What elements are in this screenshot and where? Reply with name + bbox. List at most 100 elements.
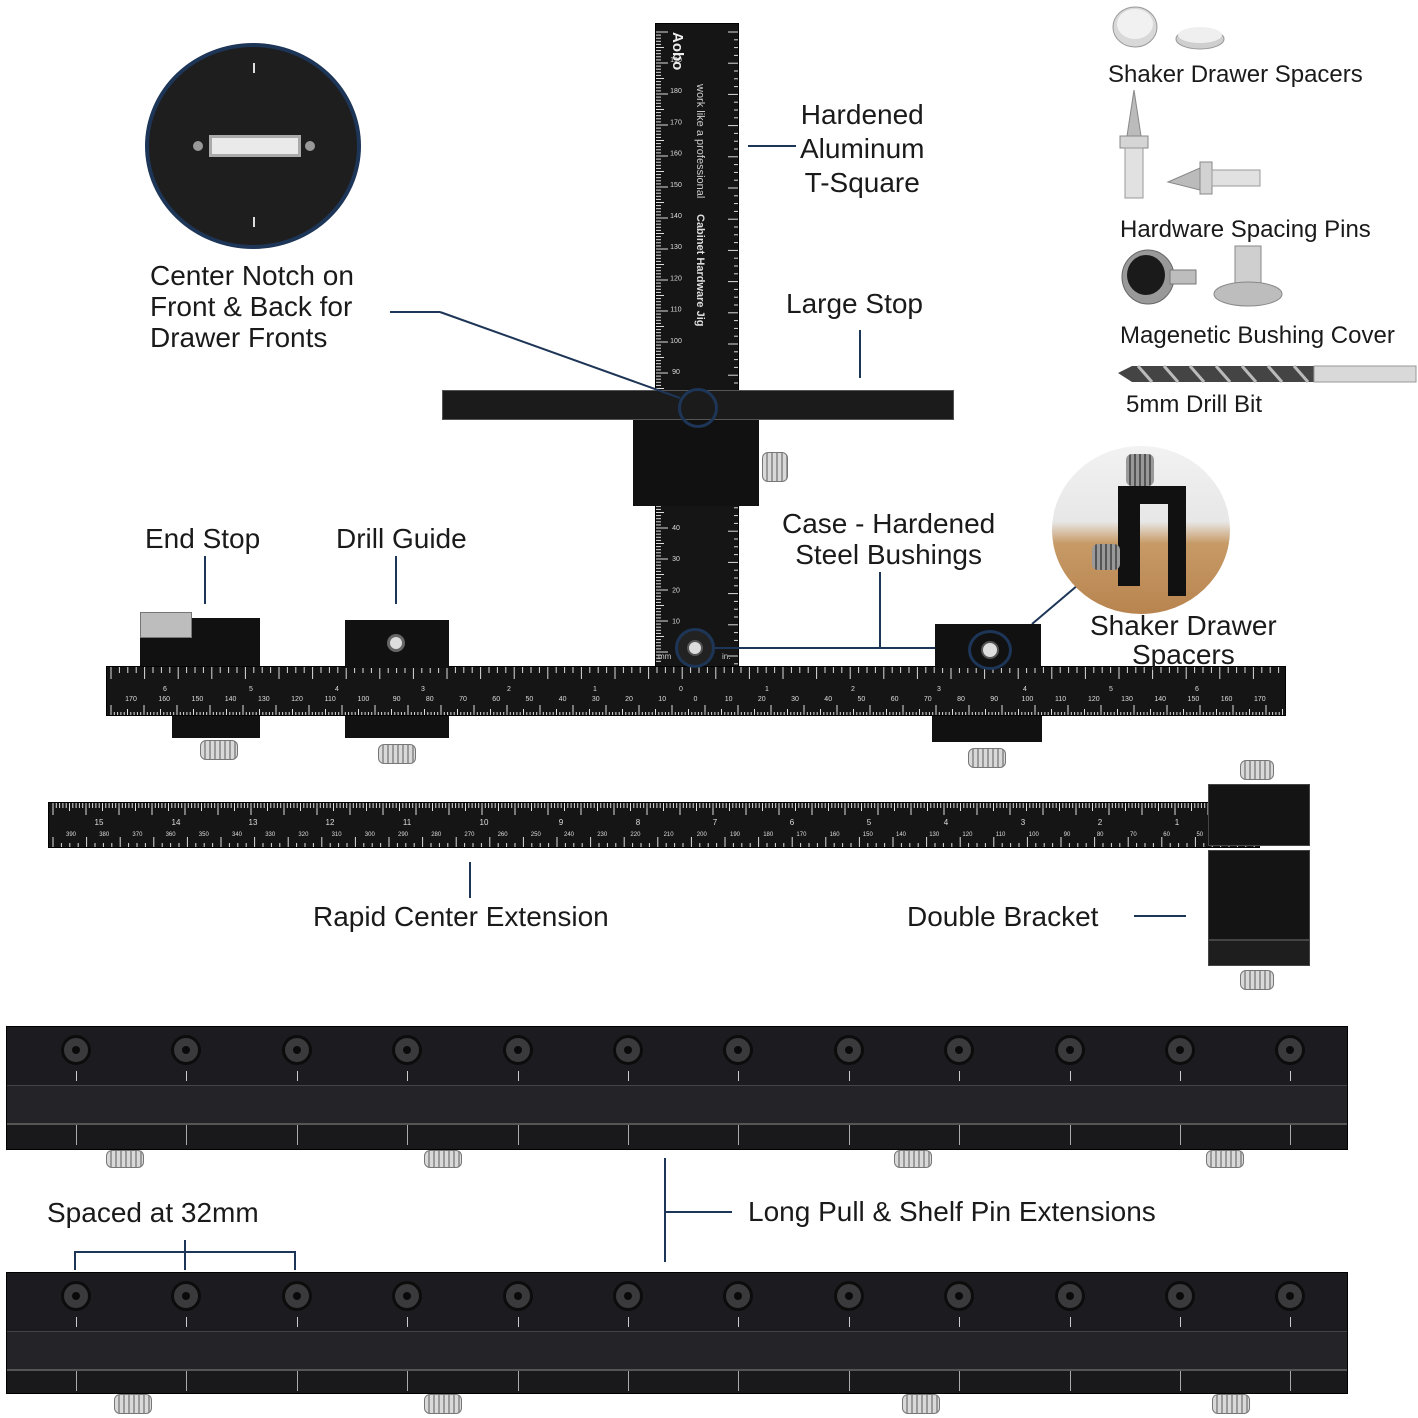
center-notch-label: Center Notch on Front & Back for Drawer … bbox=[150, 260, 354, 353]
leader-line bbox=[748, 145, 796, 147]
shelf-pin-hole bbox=[392, 1035, 423, 1065]
svg-text:50: 50 bbox=[526, 696, 534, 703]
shelf-pin-hole bbox=[1165, 1035, 1195, 1065]
accessory-spacers-label: Shaker Drawer Spacers bbox=[1108, 61, 1363, 88]
svg-text:20: 20 bbox=[625, 696, 633, 703]
svg-text:140: 140 bbox=[670, 213, 682, 220]
svg-text:0: 0 bbox=[693, 696, 697, 703]
svg-text:310: 310 bbox=[332, 832, 343, 838]
svg-text:120: 120 bbox=[962, 832, 973, 838]
svg-text:3: 3 bbox=[937, 686, 941, 693]
long-pull-label: Long Pull & Shelf Pin Extensions bbox=[748, 1196, 1156, 1227]
svg-text:120: 120 bbox=[670, 275, 682, 282]
svg-text:140: 140 bbox=[1154, 696, 1166, 703]
svg-text:2: 2 bbox=[851, 686, 855, 693]
svg-text:1: 1 bbox=[765, 686, 769, 693]
svg-text:250: 250 bbox=[531, 832, 542, 838]
thumb-screw-icon[interactable] bbox=[424, 1150, 462, 1168]
shelf-pin-hole bbox=[1275, 1281, 1306, 1311]
shelf-pin-hole bbox=[944, 1035, 975, 1065]
svg-text:110: 110 bbox=[1055, 696, 1066, 703]
thumb-screw-icon[interactable] bbox=[1206, 1150, 1244, 1168]
long-extension-rail-1 bbox=[6, 1026, 1348, 1150]
svg-text:150: 150 bbox=[670, 182, 682, 189]
svg-text:100: 100 bbox=[670, 338, 682, 345]
spacing-pin-icon bbox=[1119, 90, 1261, 199]
thumb-screw-icon[interactable] bbox=[1240, 760, 1274, 780]
tsquare-blade: 1901801701601501401301201101009080706050… bbox=[655, 23, 739, 668]
bushing-cover-icon bbox=[1121, 245, 1283, 307]
thumb-screw-icon[interactable] bbox=[106, 1150, 144, 1168]
svg-text:180: 180 bbox=[763, 832, 774, 838]
thumb-screw-icon[interactable] bbox=[762, 452, 788, 482]
thumb-screw-icon[interactable] bbox=[114, 1394, 152, 1414]
shelf-pin-hole bbox=[1054, 1281, 1085, 1311]
svg-text:2: 2 bbox=[507, 686, 511, 693]
svg-text:0: 0 bbox=[679, 686, 683, 693]
svg-text:340: 340 bbox=[232, 832, 243, 838]
svg-text:70: 70 bbox=[924, 696, 932, 703]
screw-icon bbox=[193, 141, 203, 151]
svg-text:280: 280 bbox=[431, 832, 442, 838]
svg-text:360: 360 bbox=[166, 832, 177, 838]
shelf-pin-hole bbox=[613, 1281, 643, 1311]
thumb-screw-icon[interactable] bbox=[968, 748, 1006, 768]
svg-text:110: 110 bbox=[325, 696, 336, 703]
drill-guide-label: Drill Guide bbox=[336, 523, 467, 554]
svg-text:160: 160 bbox=[1221, 696, 1233, 703]
svg-text:100: 100 bbox=[358, 696, 370, 703]
svg-text:50: 50 bbox=[858, 696, 866, 703]
thumb-screw-icon[interactable] bbox=[200, 740, 238, 760]
svg-text:300: 300 bbox=[365, 832, 376, 838]
svg-text:90: 90 bbox=[393, 696, 401, 703]
thumb-screw-icon[interactable] bbox=[1240, 970, 1274, 990]
svg-text:20: 20 bbox=[672, 587, 680, 594]
svg-text:110: 110 bbox=[996, 832, 1006, 838]
thumb-screw-icon[interactable] bbox=[902, 1394, 940, 1414]
thumb-screw-icon[interactable] bbox=[424, 1394, 462, 1414]
svg-text:90: 90 bbox=[672, 369, 680, 376]
svg-text:13: 13 bbox=[249, 818, 258, 827]
end-stop-label: End Stop bbox=[145, 523, 261, 554]
svg-text:190: 190 bbox=[730, 832, 741, 838]
center-bushing bbox=[675, 628, 715, 668]
svg-text:240: 240 bbox=[564, 832, 575, 838]
svg-text:330: 330 bbox=[265, 832, 276, 838]
shelf-pin-hole bbox=[171, 1281, 202, 1311]
svg-text:140: 140 bbox=[896, 832, 907, 838]
brand-logo: Aobo bbox=[669, 32, 686, 71]
large-stop-block bbox=[633, 420, 759, 506]
shelf-pin-hole bbox=[1275, 1035, 1306, 1065]
svg-text:160: 160 bbox=[830, 832, 841, 838]
svg-text:30: 30 bbox=[791, 696, 799, 703]
shelf-pin-hole bbox=[944, 1281, 975, 1311]
svg-text:200: 200 bbox=[697, 832, 708, 838]
svg-text:6: 6 bbox=[1195, 686, 1199, 693]
svg-text:150: 150 bbox=[192, 696, 204, 703]
thumb-screw-icon[interactable] bbox=[378, 744, 416, 764]
accessory-pins-label: Hardware Spacing Pins bbox=[1120, 216, 1371, 243]
svg-text:260: 260 bbox=[498, 832, 509, 838]
thumb-screw-icon[interactable] bbox=[894, 1150, 932, 1168]
rapid-center-label: Rapid Center Extension bbox=[313, 901, 609, 932]
svg-text:3: 3 bbox=[1021, 818, 1026, 827]
svg-text:5: 5 bbox=[867, 818, 872, 827]
svg-text:100: 100 bbox=[1022, 696, 1034, 703]
svg-text:30: 30 bbox=[592, 696, 600, 703]
svg-text:6: 6 bbox=[790, 818, 795, 827]
svg-text:40: 40 bbox=[559, 696, 567, 703]
tsquare-tagline: work like a professional bbox=[694, 84, 706, 199]
svg-text:390: 390 bbox=[66, 832, 77, 838]
shelf-pin-hole bbox=[833, 1035, 864, 1065]
svg-text:190: 190 bbox=[670, 57, 682, 64]
magnet-disc-icon bbox=[1112, 6, 1225, 50]
svg-text:70: 70 bbox=[459, 696, 467, 703]
double-bracket[interactable] bbox=[1208, 784, 1310, 846]
thumb-screw-icon[interactable] bbox=[1212, 1394, 1250, 1414]
shelf-pin-hole bbox=[502, 1281, 533, 1311]
shelf-pin-hole bbox=[1054, 1035, 1085, 1065]
svg-text:10: 10 bbox=[672, 619, 680, 626]
svg-text:40: 40 bbox=[824, 696, 832, 703]
svg-text:20: 20 bbox=[758, 696, 766, 703]
